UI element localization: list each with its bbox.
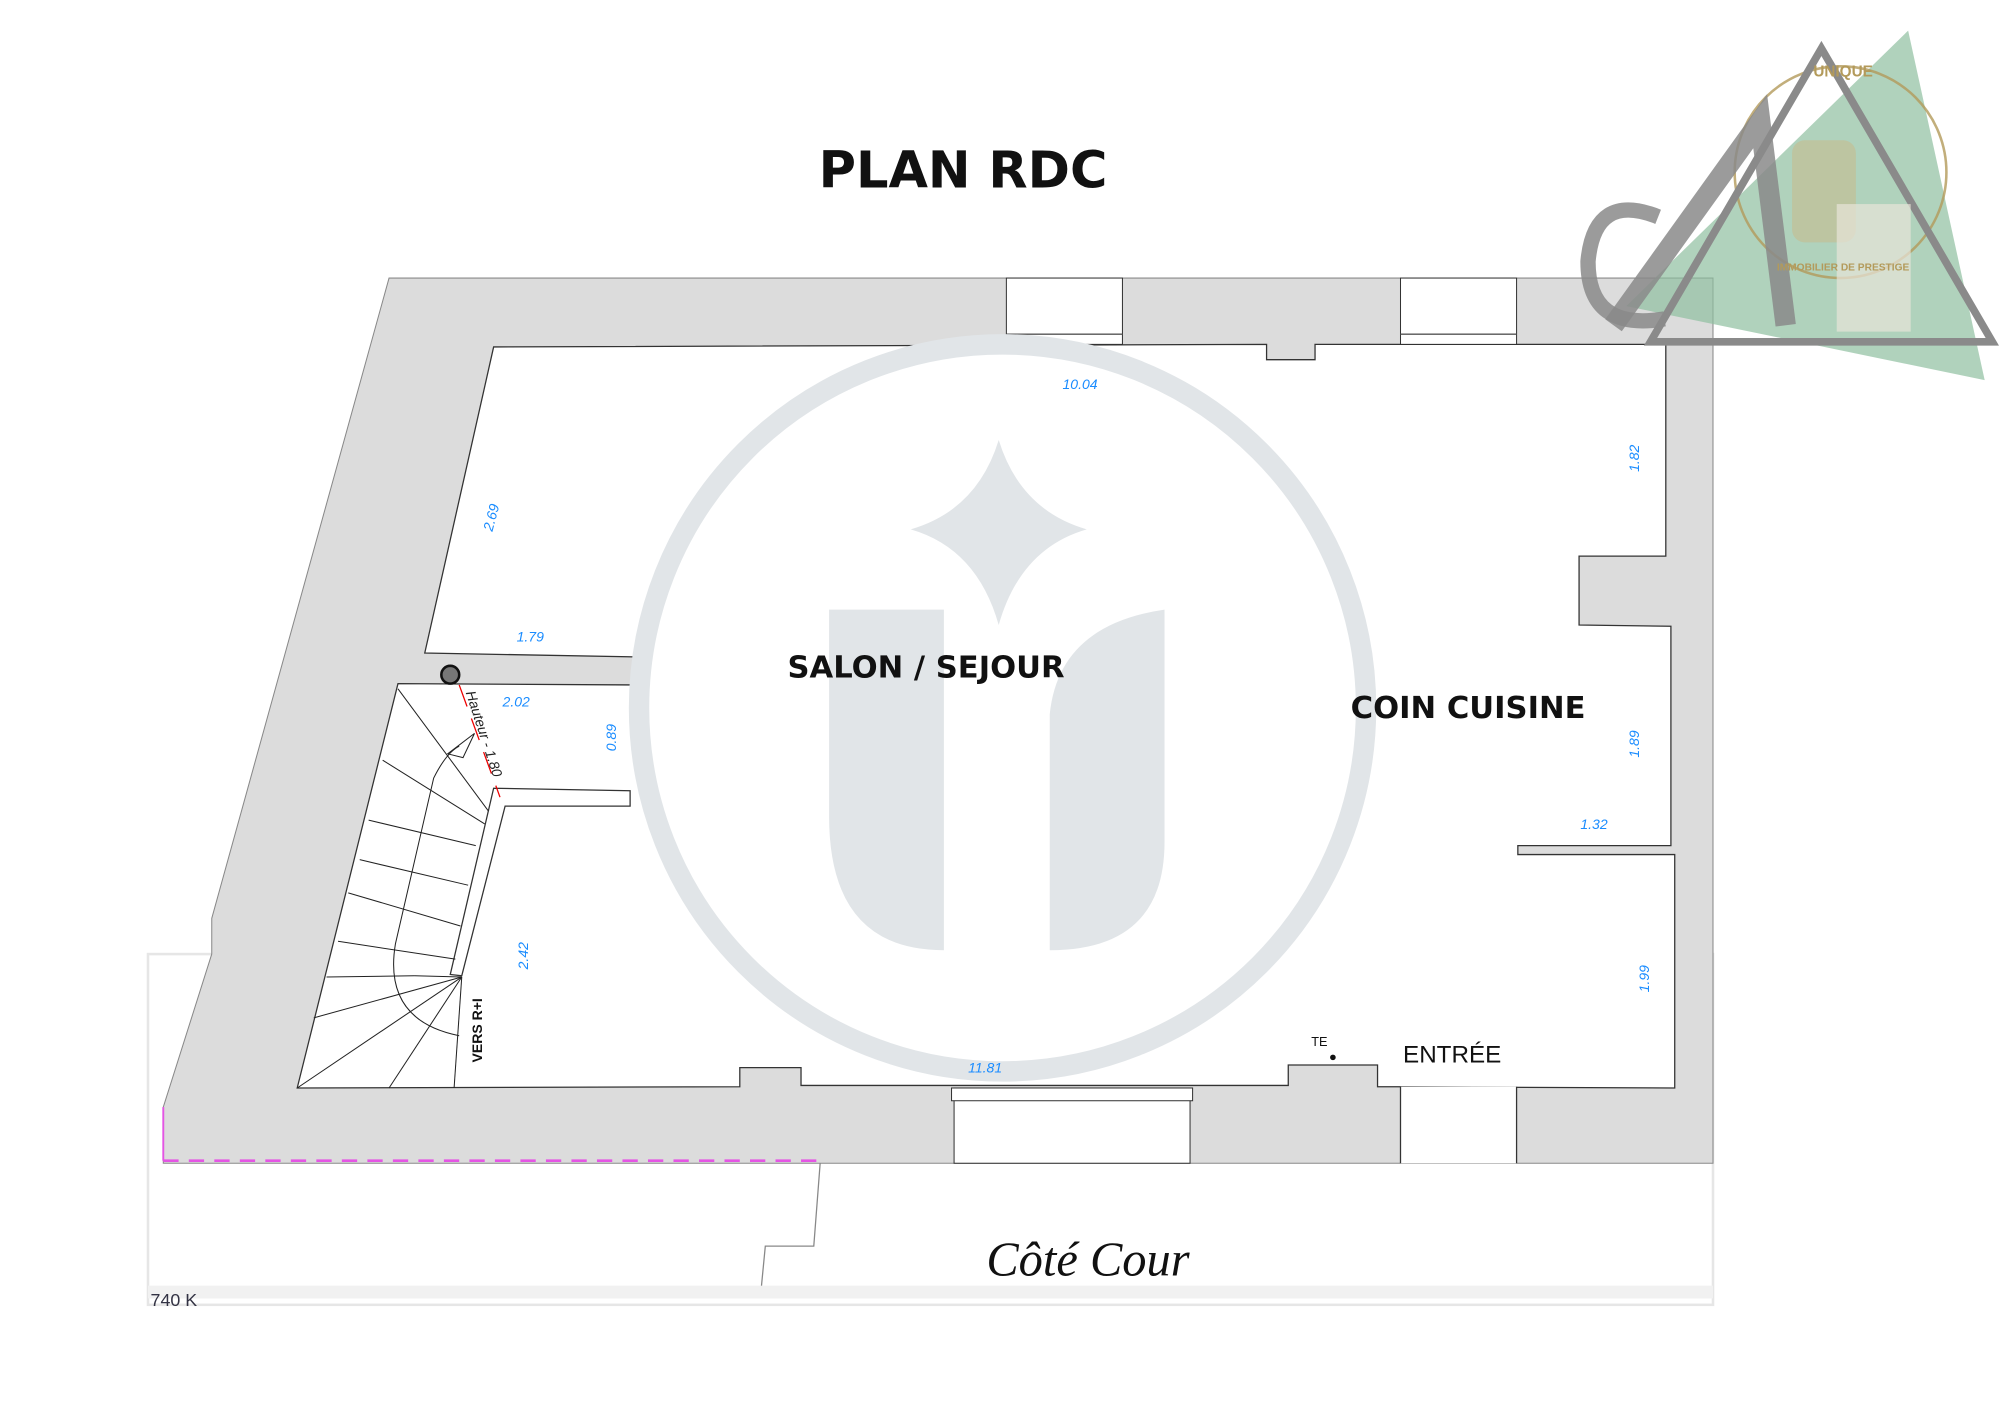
stair-direction-label: VERS R+I bbox=[469, 998, 485, 1062]
logo-arc-text: IMMOBILIER DE PRESTIGE bbox=[1777, 262, 1910, 273]
courtyard-label: Côté Cour bbox=[986, 1233, 1189, 1286]
agency-logo: UNIQUE IMMOBILIER DE PRESTIGE bbox=[1580, 30, 1999, 381]
watermark-logo bbox=[628, 334, 1377, 1082]
dim-kitchen-partition: 1.32 bbox=[1580, 816, 1607, 832]
dim-top: 10.04 bbox=[1062, 376, 1097, 392]
logo-top-text: UNIQUE bbox=[1813, 64, 1873, 81]
dim-stair-width: 2.02 bbox=[502, 694, 530, 710]
dim-right-top: 1.82 bbox=[1626, 444, 1642, 471]
room-label-cuisine: COIN CUISINE bbox=[1351, 691, 1586, 726]
window-top-2 bbox=[1399, 277, 1518, 345]
page-title: PLAN RDC bbox=[819, 141, 1108, 200]
te-marker bbox=[1330, 1054, 1336, 1061]
dim-stair-gap: 0.89 bbox=[603, 724, 619, 751]
dim-stair-side: 2.42 bbox=[515, 942, 531, 970]
scrollbar-strip bbox=[147, 1285, 1713, 1299]
room-label-salon: SALON / SEJOUR bbox=[787, 650, 1064, 685]
cut-off-text: 740 K bbox=[151, 1290, 198, 1310]
window-sill bbox=[951, 1087, 1194, 1102]
courtyard-line bbox=[760, 1163, 821, 1286]
dim-right-mid: 1.89 bbox=[1626, 730, 1642, 757]
stair-partition bbox=[449, 787, 631, 977]
dim-partition: 1.79 bbox=[517, 629, 544, 645]
te-label: TE bbox=[1311, 1034, 1327, 1049]
height-line bbox=[458, 684, 501, 798]
dim-bottom: 11.81 bbox=[968, 1060, 1002, 1076]
pin-icon bbox=[440, 664, 461, 685]
dim-right-bottom: 1.99 bbox=[1636, 965, 1652, 992]
window-top-1 bbox=[1005, 277, 1123, 345]
staircase bbox=[296, 688, 489, 1089]
entrance-door bbox=[1400, 1086, 1517, 1164]
room-label-entree: ENTRÉE bbox=[1403, 1041, 1501, 1068]
dim-left-wall: 2.69 bbox=[480, 502, 503, 534]
